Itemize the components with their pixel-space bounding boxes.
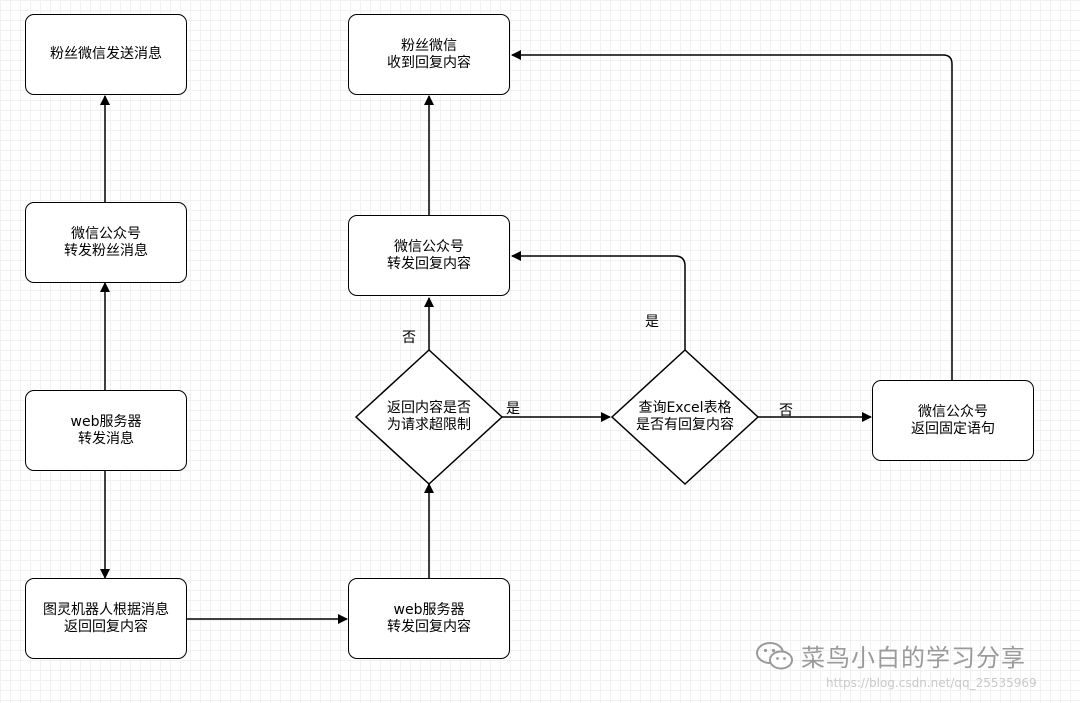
- node-wx-forward-reply-line1: 微信公众号: [394, 238, 464, 255]
- node-fan-receive: 粉丝微信 收到回复内容: [348, 14, 510, 95]
- node-web-forward-msg-line1: web服务器: [70, 413, 142, 430]
- node-wx-forward-fan-line2: 转发粉丝消息: [64, 242, 148, 259]
- node-turing-reply-line1: 图灵机器人根据消息: [43, 601, 169, 618]
- edge-fixed-to-fan: [511, 50, 953, 380]
- node-fan-send-line1: 粉丝微信发送消息: [50, 46, 162, 62]
- node-wx-fixed-reply: 微信公众号 返回固定语句: [872, 380, 1034, 461]
- node-wx-forward-reply: 微信公众号 转发回复内容: [348, 215, 510, 296]
- edge-excel-to-wx-reply: [511, 251, 686, 350]
- node-turing-reply: 图灵机器人根据消息 返回回复内容: [25, 578, 187, 659]
- decision-excel-check: 查询Excel表格 是否有回复内容: [612, 397, 758, 437]
- decision-limit-check-line2: 为请求超限制: [387, 417, 471, 433]
- decision-diamond-limit: [354, 348, 504, 486]
- node-wx-forward-reply-line2: 转发回复内容: [387, 255, 471, 272]
- decision-excel-check-line1: 查询Excel表格: [638, 400, 732, 416]
- node-wx-fixed-reply-line2: 返回固定语句: [911, 420, 995, 437]
- edge-label-excel-yes: 是: [645, 314, 659, 330]
- node-wx-forward-fan-line1: 微信公众号: [71, 225, 141, 242]
- watermark-text: 菜鸟小白的学习分享: [801, 644, 1026, 672]
- node-fan-send: 粉丝微信发送消息: [25, 14, 187, 95]
- node-wx-fixed-reply-line1: 微信公众号: [918, 403, 988, 420]
- node-fan-receive-line2: 收到回复内容: [387, 54, 471, 71]
- decision-limit-check: 返回内容是否 为请求超限制: [356, 397, 502, 437]
- decision-excel-check-line2: 是否有回复内容: [636, 417, 734, 433]
- node-fan-receive-line1: 粉丝微信: [401, 37, 457, 54]
- node-web-forward-msg-line2: 转发消息: [78, 430, 134, 447]
- wechat-icon: [756, 641, 793, 669]
- edge-label-limit-no: 否: [402, 330, 416, 346]
- decision-limit-check-line1: 返回内容是否: [387, 400, 471, 416]
- decision-diamond-excel: [610, 348, 760, 486]
- node-web-forward-reply-line1: web服务器: [393, 601, 465, 618]
- edge-label-excel-no: 否: [779, 403, 793, 419]
- node-web-forward-reply: web服务器 转发回复内容: [348, 578, 510, 659]
- watermark-url: https://blog.csdn.net/qq_25535969: [826, 676, 1037, 690]
- node-web-forward-reply-line2: 转发回复内容: [387, 618, 471, 635]
- node-wx-forward-fan: 微信公众号 转发粉丝消息: [25, 202, 187, 283]
- watermark: 菜鸟小白的学习分享: [755, 638, 1026, 673]
- node-turing-reply-line2: 返回回复内容: [64, 618, 148, 635]
- edge-label-limit-yes: 是: [506, 401, 520, 417]
- node-web-forward-msg: web服务器 转发消息: [25, 390, 187, 471]
